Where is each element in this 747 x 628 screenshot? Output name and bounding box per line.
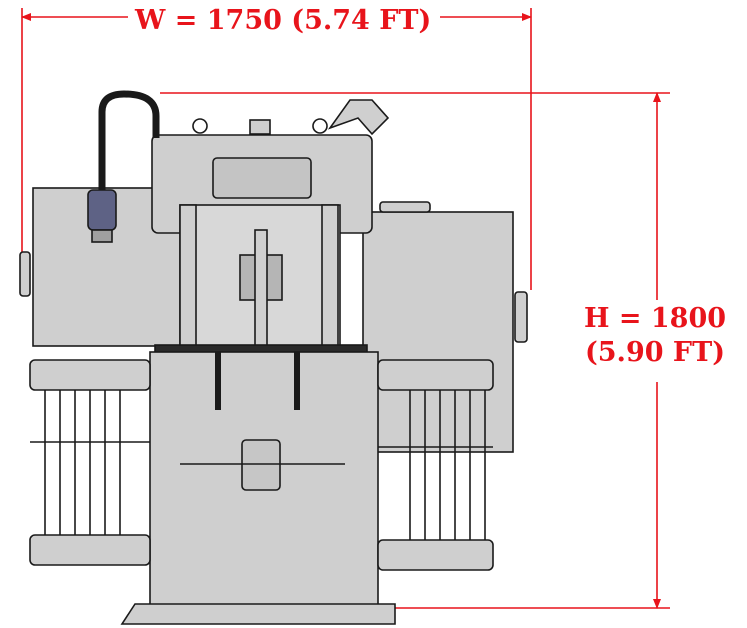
- right-top-handle: [379, 201, 431, 213]
- right-radiator-top-header: [377, 359, 494, 391]
- left-radiator: [29, 359, 151, 566]
- tank-center-box: [241, 439, 281, 491]
- right-cabinet: [362, 211, 514, 453]
- tap-shaft: [254, 229, 268, 351]
- transformer-body: [19, 90, 528, 625]
- breather-pipe: [98, 90, 160, 190]
- right-handle: [514, 291, 528, 343]
- frame-leg-left: [179, 204, 197, 356]
- left-radiator-top-header: [29, 359, 151, 391]
- vent-pipe: [327, 99, 390, 136]
- height-dimension-label: H = 1800 (5.90 FT): [582, 302, 728, 370]
- lifting-eye-right: [312, 118, 328, 134]
- top-valve: [249, 119, 271, 135]
- width-dimension-label: W = 1750 (5.74 FT): [131, 1, 436, 41]
- left-handle: [19, 251, 31, 297]
- right-radiator: [377, 359, 494, 571]
- dimension-lines: [21, 8, 670, 609]
- nameplate: [212, 157, 312, 199]
- height-dimension-label-line1: H = 1800: [583, 303, 727, 334]
- breather-body: [87, 189, 117, 231]
- left-radiator-bottom-header: [29, 534, 151, 566]
- right-radiator-bottom-header: [377, 539, 494, 571]
- base-skid: [120, 603, 396, 625]
- frame-leg-right: [321, 204, 339, 356]
- breather-cup: [91, 229, 113, 243]
- height-dimension-label-line2: (5.90 FT): [585, 337, 725, 368]
- lifting-eye-left: [192, 118, 208, 134]
